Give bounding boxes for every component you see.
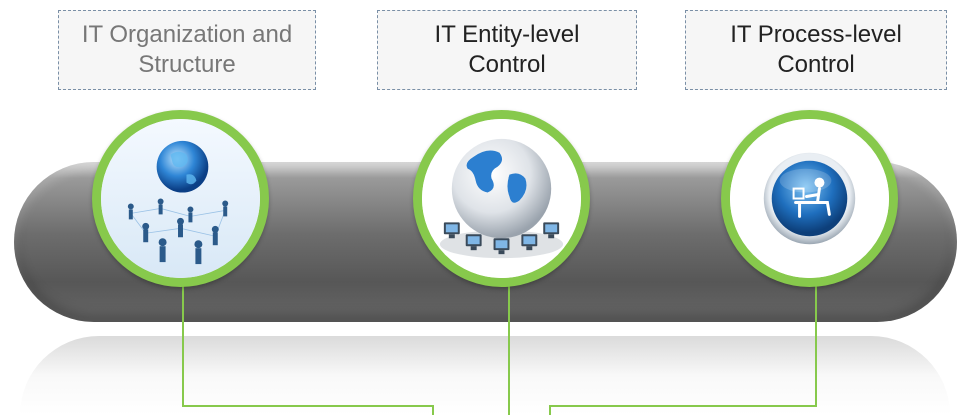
people-network-globe-icon [101, 119, 260, 278]
connector-line-1 [182, 280, 434, 415]
connector-line-3 [549, 280, 817, 415]
node-it-organization [92, 110, 269, 287]
node-it-entity-level [413, 110, 590, 287]
globe-computers-icon [422, 119, 581, 278]
label-it-process-level: IT Process-level Control [685, 10, 947, 90]
label-it-entity-level-text: IT Entity-level Control [434, 21, 580, 78]
label-it-organization-text: IT Organization and Structure [81, 21, 293, 78]
platform-reflection [20, 336, 950, 415]
person-at-desk-icon [730, 119, 889, 278]
node-it-process-level [721, 110, 898, 287]
label-it-process-level-text: IT Process-level Control [730, 21, 902, 78]
label-it-organization: IT Organization and Structure [58, 10, 316, 90]
label-it-entity-level: IT Entity-level Control [377, 10, 637, 90]
